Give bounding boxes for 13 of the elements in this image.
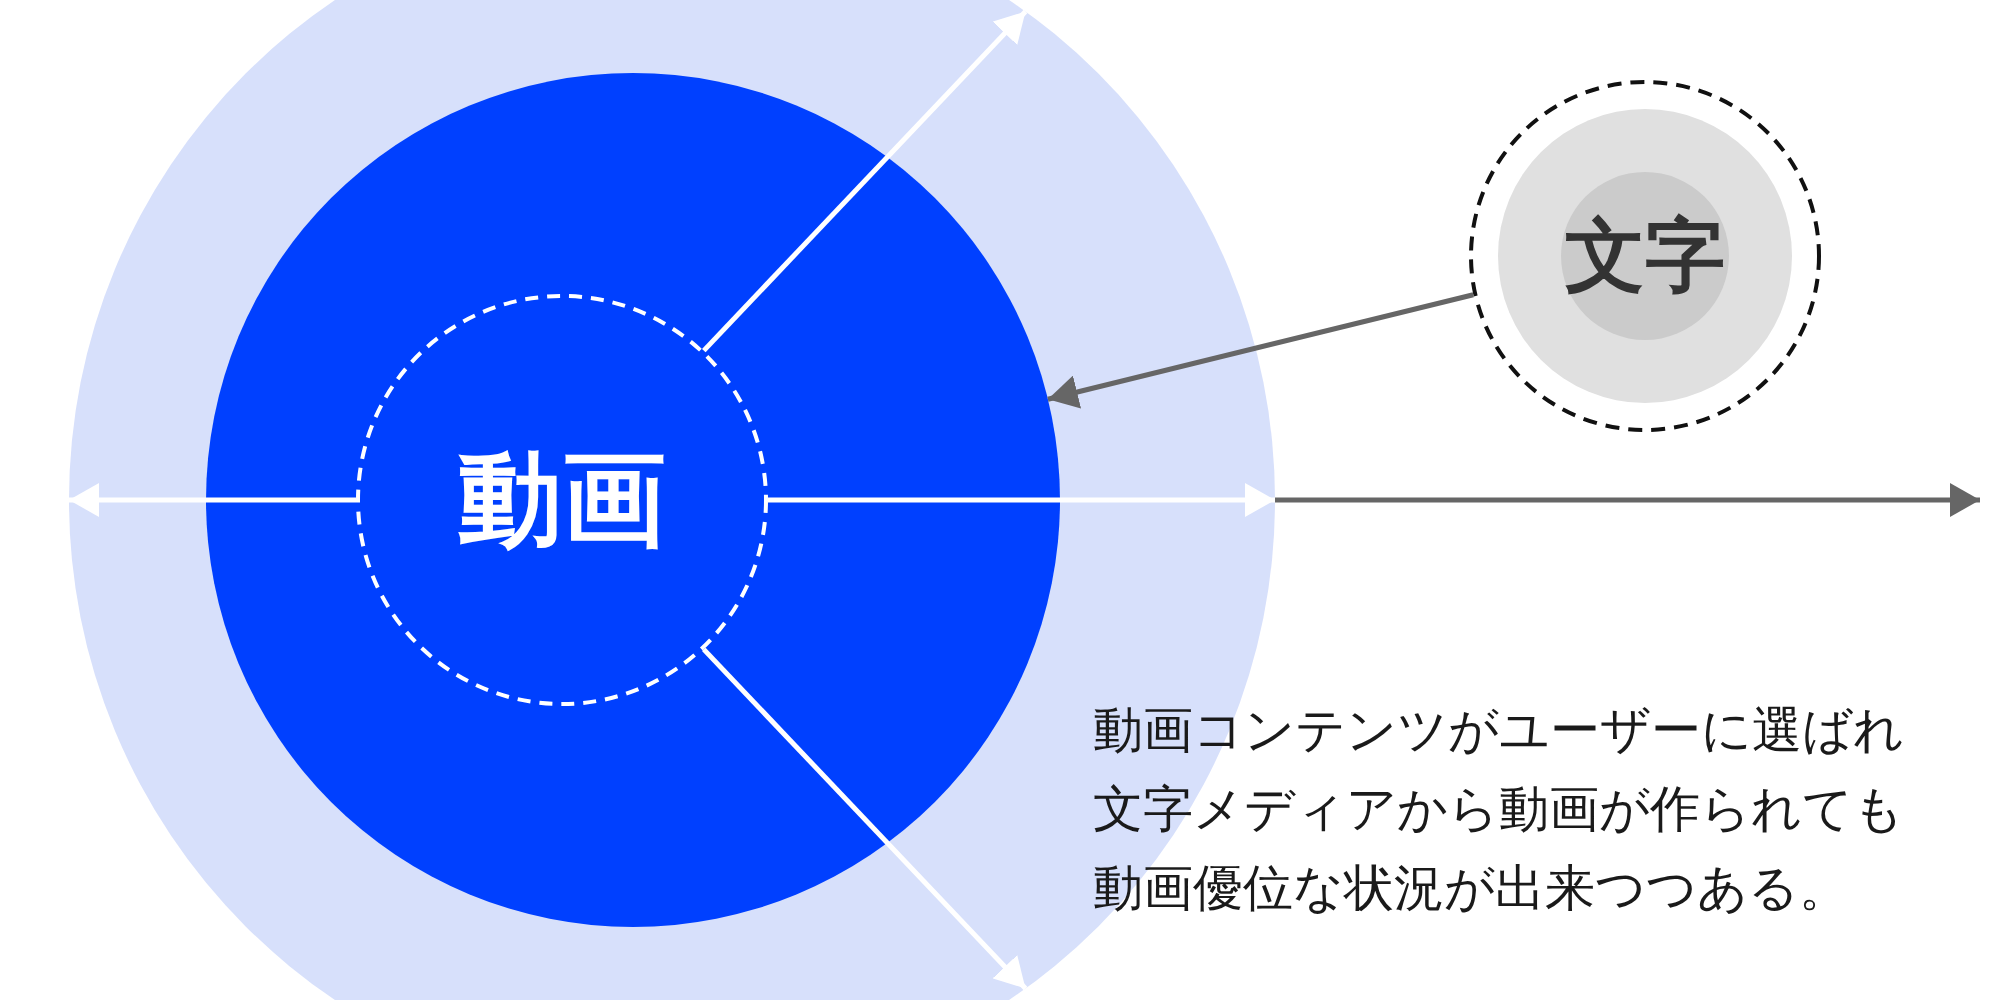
description-text: 動画コンテンツがユーザーに選ばれ文字メディアから動画が作られても動画優位な状況が出来つつある。	[1093, 700, 1905, 919]
circle-label: 文字	[1565, 210, 1725, 302]
dashed-circle	[356, 294, 768, 706]
middle-circle	[206, 73, 1060, 927]
arrow	[69, 483, 356, 517]
circle-label: 動画	[458, 440, 666, 560]
arrow	[768, 483, 1275, 517]
outer-disc	[1498, 109, 1792, 403]
arrow	[1275, 483, 1980, 517]
dashed-circle	[1469, 80, 1821, 432]
arrow	[1047, 292, 1474, 409]
arrow	[702, 9, 1028, 353]
arrow	[702, 647, 1028, 991]
